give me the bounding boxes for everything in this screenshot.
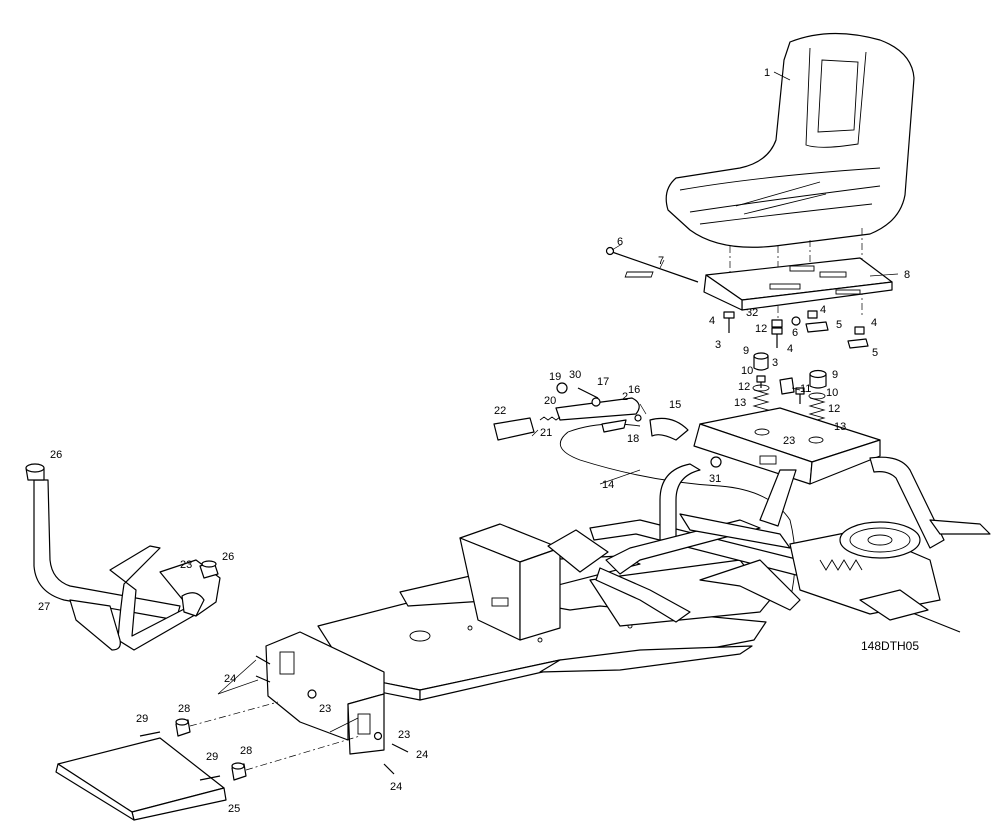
callout-12: 12: [755, 323, 767, 335]
callout-31: 31: [709, 473, 721, 485]
callout-9: 9: [832, 369, 838, 381]
callout-3: 3: [715, 339, 721, 351]
callout-19: 19: [549, 371, 561, 383]
callout-3: 3: [772, 357, 778, 369]
callout-8: 8: [904, 269, 910, 281]
foot-plate-hardware: [139, 701, 361, 781]
rear-hitch-handle: [25, 463, 221, 651]
callout-26: 26: [50, 449, 62, 461]
callout-10: 10: [741, 365, 753, 377]
seat-hardware: [723, 310, 869, 349]
callout-12: 12: [828, 403, 840, 415]
rear-plate-bolts: [255, 655, 409, 775]
seat-support-pan: [693, 407, 881, 485]
callout-25: 25: [228, 803, 240, 815]
callout-21: 21: [540, 427, 552, 439]
callout-27: 27: [38, 601, 50, 613]
drawing-code: 148DTH05: [861, 639, 919, 653]
callout-24: 24: [416, 749, 428, 761]
rubber-bumpers: [753, 352, 827, 389]
callout-2: 2: [622, 391, 628, 403]
rear-plate: [265, 631, 385, 755]
callout-28: 28: [240, 745, 252, 757]
callout-13: 13: [834, 421, 846, 433]
seat: [665, 32, 915, 248]
callout-22: 22: [494, 405, 506, 417]
callout-15: 15: [669, 399, 681, 411]
callout-9: 9: [743, 345, 749, 357]
seat-adjust-rod: [605, 246, 699, 283]
callout-1: 1: [764, 67, 770, 79]
callout-4: 4: [709, 315, 715, 327]
callout-10: 10: [826, 387, 838, 399]
callout-4: 4: [820, 304, 826, 316]
callout-5: 5: [872, 347, 878, 359]
callout-32: 32: [746, 307, 758, 319]
callout-labels: 1 2 3 3 4 4 4 4 5 5 6 6 7 8 9 9 10 10 11…: [38, 67, 910, 815]
callout-24: 24: [390, 781, 402, 793]
callout-16: 16: [628, 384, 640, 396]
leader-lines: [217, 71, 899, 695]
callout-30: 30: [569, 369, 581, 381]
callout-14: 14: [602, 479, 614, 491]
callout-23: 23: [783, 435, 795, 447]
callout-29: 29: [136, 713, 148, 725]
callout-23: 23: [319, 703, 331, 715]
foot-plate: [55, 737, 227, 821]
center-bracket: [459, 523, 609, 641]
callout-7: 7: [658, 255, 664, 267]
transmission: [789, 519, 991, 633]
callout-23: 23: [180, 559, 192, 571]
callout-29: 29: [206, 751, 218, 763]
springs: [752, 375, 826, 427]
callout-4: 4: [787, 343, 793, 355]
seat-plate: [624, 257, 893, 311]
callout-6: 6: [617, 236, 623, 248]
callout-23: 23: [398, 729, 410, 741]
callout-11: 11: [800, 383, 811, 395]
callout-20: 20: [544, 395, 556, 407]
callout-18: 18: [627, 433, 639, 445]
callout-17: 17: [597, 376, 609, 388]
callout-13: 13: [734, 397, 746, 409]
callout-28: 28: [178, 703, 190, 715]
callout-5: 5: [836, 319, 842, 331]
callout-26: 26: [222, 551, 234, 563]
callout-24: 24: [224, 673, 236, 685]
callout-4: 4: [871, 317, 877, 329]
callout-6: 6: [792, 327, 798, 339]
callout-12: 12: [738, 381, 750, 393]
lever-assembly: [493, 382, 722, 468]
